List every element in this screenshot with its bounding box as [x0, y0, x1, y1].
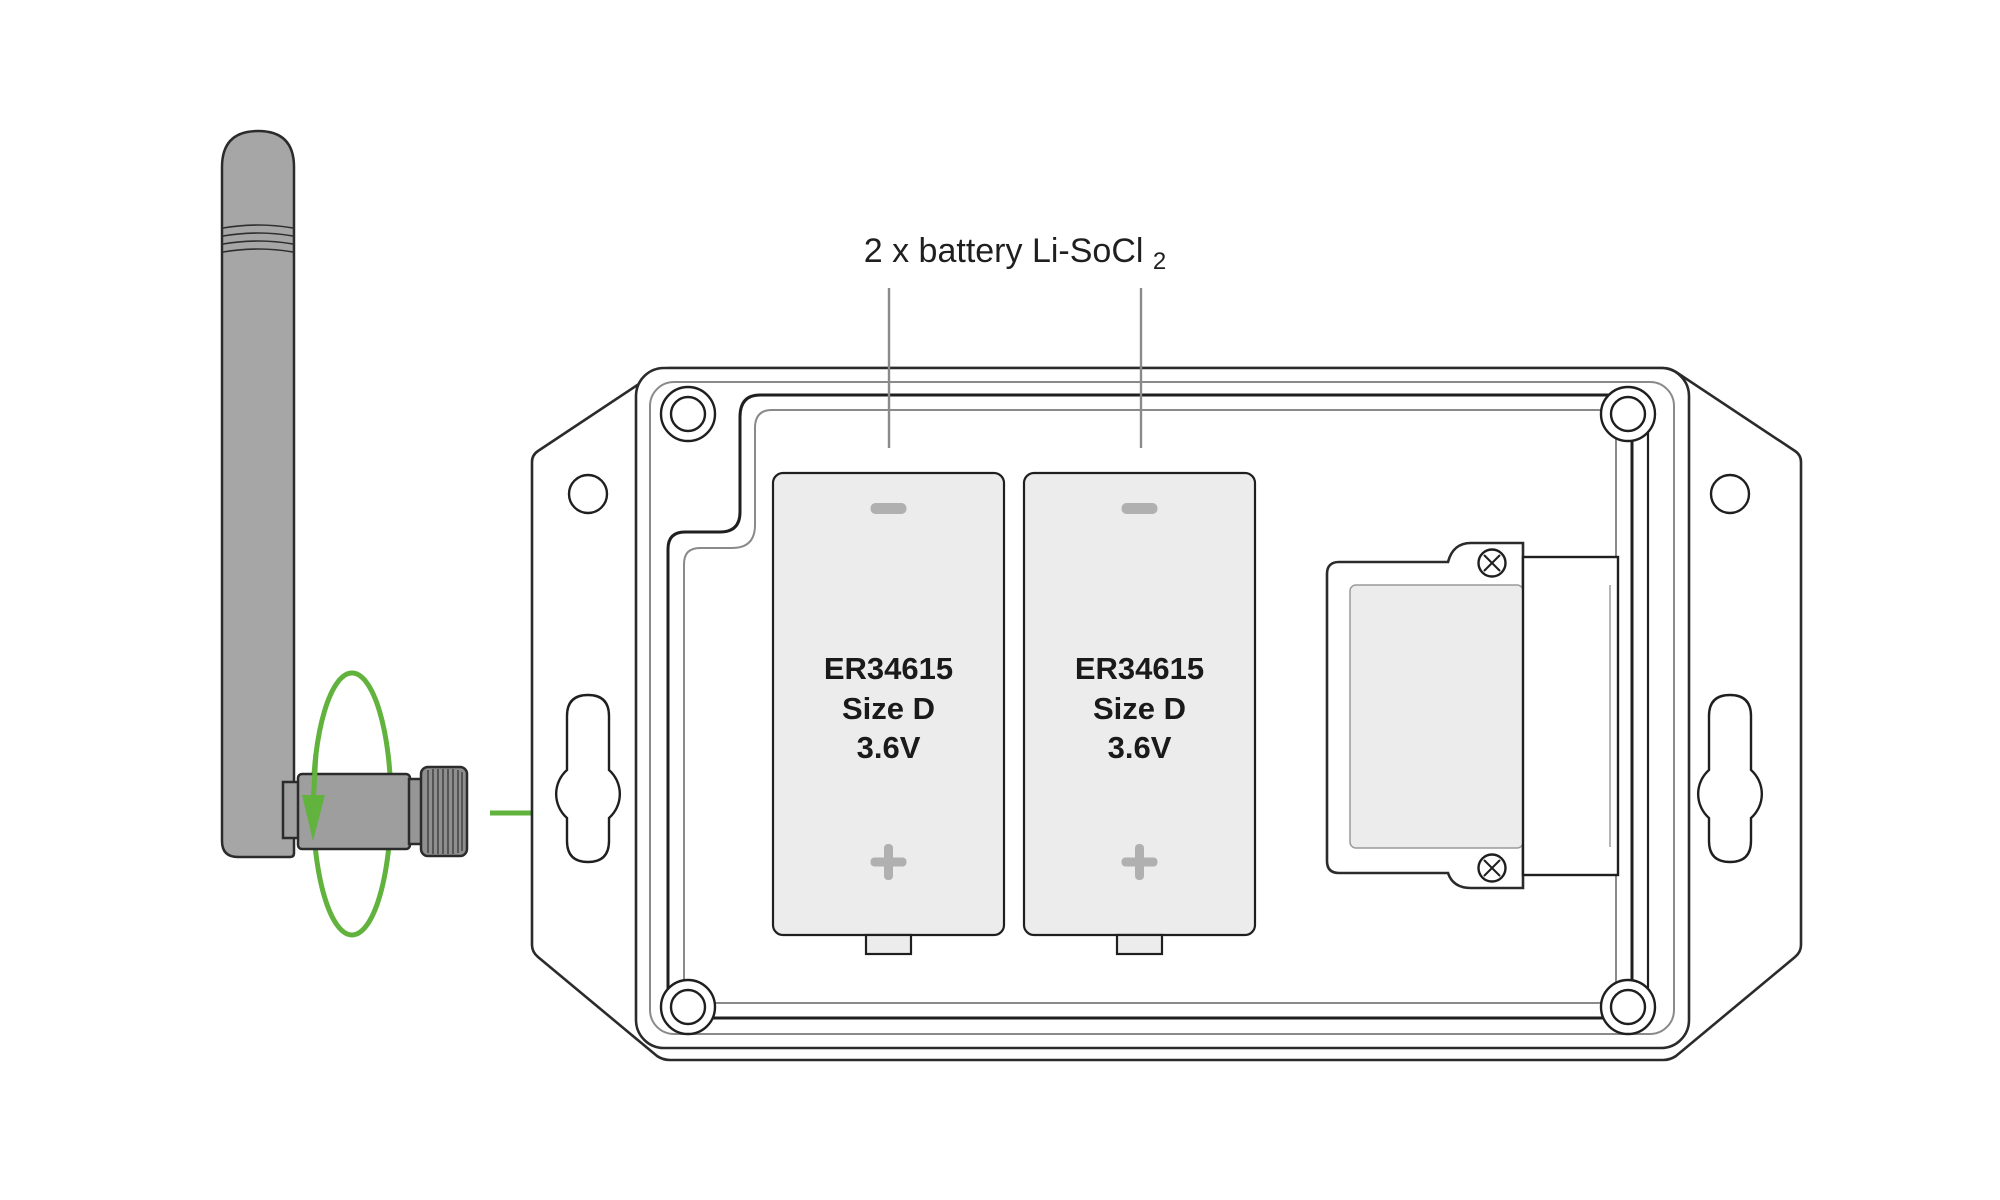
module-screw-top-icon: [1477, 548, 1507, 578]
battery-label-subscript: 2: [1153, 248, 1166, 275]
battery-1-model: ER34615: [824, 651, 953, 686]
battery-2-model: ER34615: [1075, 651, 1204, 686]
connector-module: [1325, 541, 1620, 890]
mounting-hole-left: [567, 473, 609, 515]
battery-label: 2 x battery Li-SoCl 2: [864, 232, 1166, 275]
knurl-texture-icon: [427, 769, 463, 854]
rotation-arrow-stem: [311, 752, 319, 798]
battery-annotation: 2 x battery Li-SoCl 2: [864, 232, 1166, 448]
corner-screw-top-right-icon: [1599, 385, 1657, 443]
battery-1-size: Size D: [842, 691, 935, 726]
antenna-shaft: [220, 129, 296, 859]
device-body: ER34615 Size D 3.6V ER34615 Size D 3.6V: [530, 366, 1803, 1062]
keyhole-slot-left: [554, 693, 622, 864]
battery-1-plus-terminal-icon: [870, 844, 907, 880]
rotation-arrowhead-icon: [302, 795, 325, 841]
battery-2: ER34615 Size D 3.6V: [1022, 471, 1257, 956]
battery-2-minus-terminal-icon: [1121, 503, 1158, 514]
battery-label-main: 2 x battery Li-SoCl: [864, 232, 1144, 270]
mounting-hole-right: [1709, 473, 1751, 515]
antenna-knurled-nut: [419, 765, 469, 858]
battery-2-plus-terminal-icon: [1121, 844, 1158, 880]
battery-1-contact-tab: [864, 933, 913, 956]
antenna-assembly: [220, 129, 469, 938]
battery-1-voltage: 3.6V: [857, 730, 921, 765]
enclosure-lid-shadow: [649, 381, 1675, 1035]
corner-screw-top-left-icon: [659, 385, 717, 443]
module-card: [1349, 584, 1524, 849]
module-edge-connector: [1521, 555, 1620, 877]
keyhole-slot-right: [1696, 693, 1764, 864]
battery-2-voltage: 3.6V: [1108, 730, 1172, 765]
battery-2-size: Size D: [1093, 691, 1186, 726]
module-screw-bottom-icon: [1477, 853, 1507, 883]
battery-2-contact-tab: [1115, 933, 1164, 956]
corner-screw-bottom-right-icon: [1599, 978, 1657, 1036]
corner-screw-bottom-left-icon: [659, 978, 717, 1036]
battery-1-minus-terminal-icon: [870, 503, 907, 514]
antenna-ridges-icon: [222, 224, 294, 253]
battery-1: ER34615 Size D 3.6V: [771, 471, 1006, 956]
